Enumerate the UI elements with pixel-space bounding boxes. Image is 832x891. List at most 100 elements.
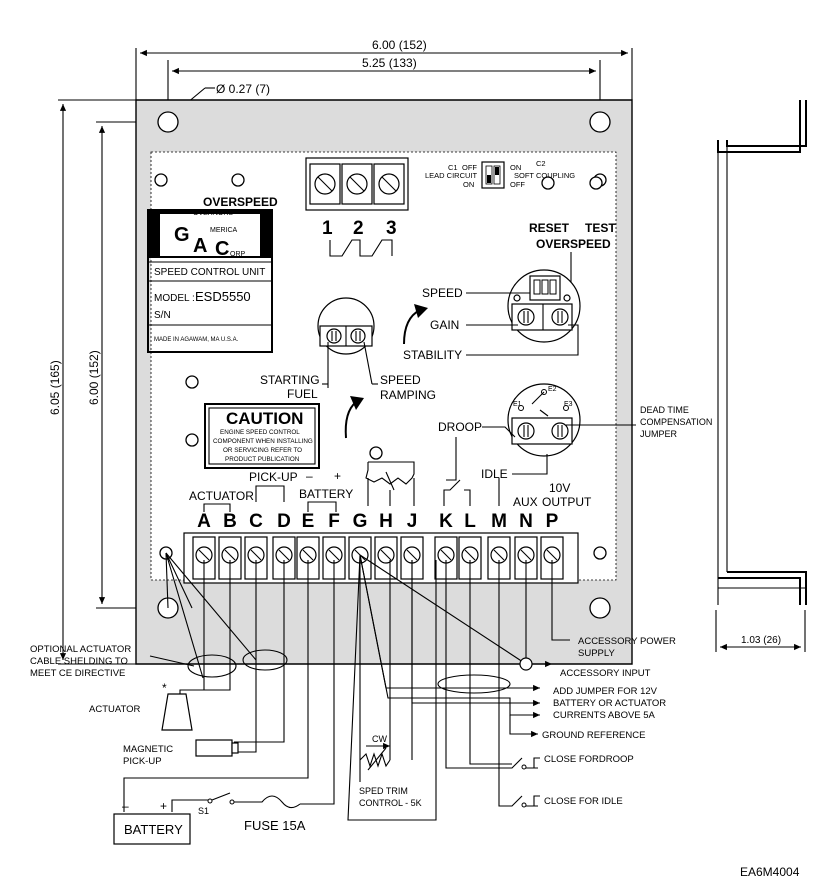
- dim-height-holes: 6.00 (152): [87, 350, 101, 405]
- dip-switch[interactable]: [481, 161, 505, 189]
- jumper-label-2: COMPENSATION: [640, 417, 712, 427]
- battery-symbol: [113, 813, 191, 845]
- battery-label: BATTERY: [124, 822, 183, 837]
- jumper-link[interactable]: [531, 391, 545, 405]
- actuator-symbol: [161, 693, 193, 731]
- terminal-letter-c: C: [249, 511, 263, 532]
- shielding-note-2: CABLE SHELDING TO: [30, 656, 128, 667]
- jumper-e1: E1: [513, 401, 522, 408]
- made-in: MADE IN AGAWAM, MA U.S.A.: [154, 337, 239, 343]
- dip-off1: OFF: [462, 163, 477, 172]
- battery-minus-terminal: –: [122, 799, 129, 813]
- accessory-power-label-2: SUPPLY: [578, 648, 615, 659]
- reset-label: RESET: [529, 221, 570, 235]
- speed-trim-label-2: CONTROL - 5K: [359, 798, 422, 808]
- ground-reference-label: GROUND REFERENCE: [542, 730, 645, 741]
- dip-on1: ON: [463, 180, 474, 189]
- svg-text:C: C: [215, 238, 229, 260]
- starting-fuel-label-2: FUEL: [287, 387, 318, 401]
- svg-text:G: G: [174, 224, 190, 246]
- mount-hole-tl: [157, 111, 179, 133]
- dim-hole-diameter: Ø 0.27 (7): [216, 82, 270, 96]
- terminal-letter-d: D: [277, 511, 291, 532]
- jumper-12v-label-2: BATTERY OR ACTUATOR: [553, 698, 666, 709]
- fuse-label: FUSE 15A: [244, 818, 306, 833]
- stability-pot[interactable]: [551, 308, 569, 326]
- accessory-input-label: ACCESSORY INPUT: [560, 668, 651, 679]
- battery-plus-label: +: [334, 469, 341, 483]
- terminal-letter-p: P: [546, 511, 559, 532]
- terminal-letter-a: A: [197, 511, 211, 532]
- top-terminal-block: [305, 157, 409, 211]
- accessory-power-label-1: ACCESSORY POWER: [578, 636, 676, 647]
- dip-lead-circuit: LEAD CIRCUIT: [425, 171, 478, 180]
- speed-ramping-pot[interactable]: [350, 328, 366, 344]
- actuator-asterisk: *: [162, 681, 167, 695]
- external-wiring: [113, 552, 570, 845]
- overspeed-title: OVERSPEED: [203, 195, 278, 209]
- dip-off2: OFF: [510, 180, 525, 189]
- caution-line-4: PRODUCT PUBLICATION: [225, 456, 300, 463]
- switch-s1-label: S1: [198, 806, 209, 816]
- speed-trim-pot-symbol: [359, 752, 391, 768]
- fuse-symbol: [234, 795, 301, 809]
- gac-logo: G OVERNORS A MERICA C ORP: [174, 210, 246, 260]
- terminal-letter-j: J: [407, 511, 418, 532]
- terminal-letter-g: G: [353, 511, 368, 532]
- svg-text:MERICA: MERICA: [210, 227, 238, 234]
- terminal-letter-m: M: [491, 511, 507, 532]
- dim-height-outer: 6.05 (165): [48, 360, 62, 415]
- board-holes: [154, 173, 607, 560]
- dim-depth: 1.03 (26): [741, 635, 781, 646]
- side-view-bracket: [717, 100, 807, 605]
- actuator-label: ACTUATOR: [89, 704, 141, 715]
- starting-fuel-label-1: STARTING: [260, 373, 320, 387]
- battery-plus-terminal: +: [160, 799, 167, 813]
- output-label: OUTPUT: [542, 495, 592, 509]
- aux-label: AUX: [513, 495, 538, 509]
- 10v-label: 10V: [549, 481, 570, 495]
- speed-ramping-label-2: RAMPING: [380, 388, 436, 402]
- gain-adjust-label: GAIN: [430, 318, 459, 332]
- jumper-e2: E2: [548, 386, 557, 393]
- close-for-droop-label: CLOSE FORDROOP: [544, 754, 634, 765]
- shielding-note-3: MEET CE DIRECTIVE: [30, 668, 125, 679]
- dimension-lines: [58, 48, 806, 665]
- jumper-e3: E3: [564, 401, 573, 408]
- close-for-idle-label: CLOSE FOR IDLE: [544, 796, 623, 807]
- top-terminal-1: 1: [322, 218, 333, 239]
- model-number: ESD5550: [195, 289, 251, 304]
- dip-on2: ON: [510, 163, 521, 172]
- serial-number: S/N: [154, 310, 171, 321]
- dim-width-outer: 6.00 (152): [372, 38, 427, 52]
- speed-adjust-label: SPEED: [422, 286, 463, 300]
- caution-box: [204, 403, 320, 469]
- terminal-screws: [192, 536, 564, 580]
- droop-pot[interactable]: [551, 422, 569, 440]
- jumper-12v-label-3: CURRENTS ABOVE 5A: [553, 710, 656, 721]
- dip-c2: C2: [536, 159, 546, 168]
- starting-fuel-pot[interactable]: [326, 328, 342, 344]
- dim-width-holes: 5.25 (133): [362, 56, 417, 70]
- terminal-letter-h: H: [379, 511, 393, 532]
- board-kl-switch: [443, 479, 471, 506]
- actuator-group-label: ACTUATOR: [189, 489, 254, 503]
- caution-line-3: OR SERVICING REFER TO: [223, 447, 302, 454]
- terminal-letter-k: K: [439, 511, 453, 532]
- caution-title: CAUTION: [226, 409, 303, 428]
- cw-label: CW: [372, 734, 387, 744]
- unit-name: SPEED CONTROL UNIT: [154, 267, 265, 278]
- top-terminal-3: 3: [386, 218, 397, 239]
- overspeed-label: OVERSPEED: [536, 237, 611, 251]
- figure-id: EA6M4004: [740, 865, 800, 879]
- magnetic-pickup-symbol: [195, 739, 233, 757]
- magnetic-pickup-label-1: MAGNETIC: [123, 744, 173, 755]
- droop-label: DROOP: [438, 420, 482, 434]
- terminal-letter-l: L: [464, 511, 476, 532]
- test-label: TEST: [585, 221, 616, 235]
- board-speed-trim-resistor: [365, 461, 415, 485]
- svg-text:ORP: ORP: [230, 251, 246, 258]
- magnetic-pickup-label-2: PICK-UP: [123, 756, 162, 767]
- gain-pot[interactable]: [517, 308, 535, 326]
